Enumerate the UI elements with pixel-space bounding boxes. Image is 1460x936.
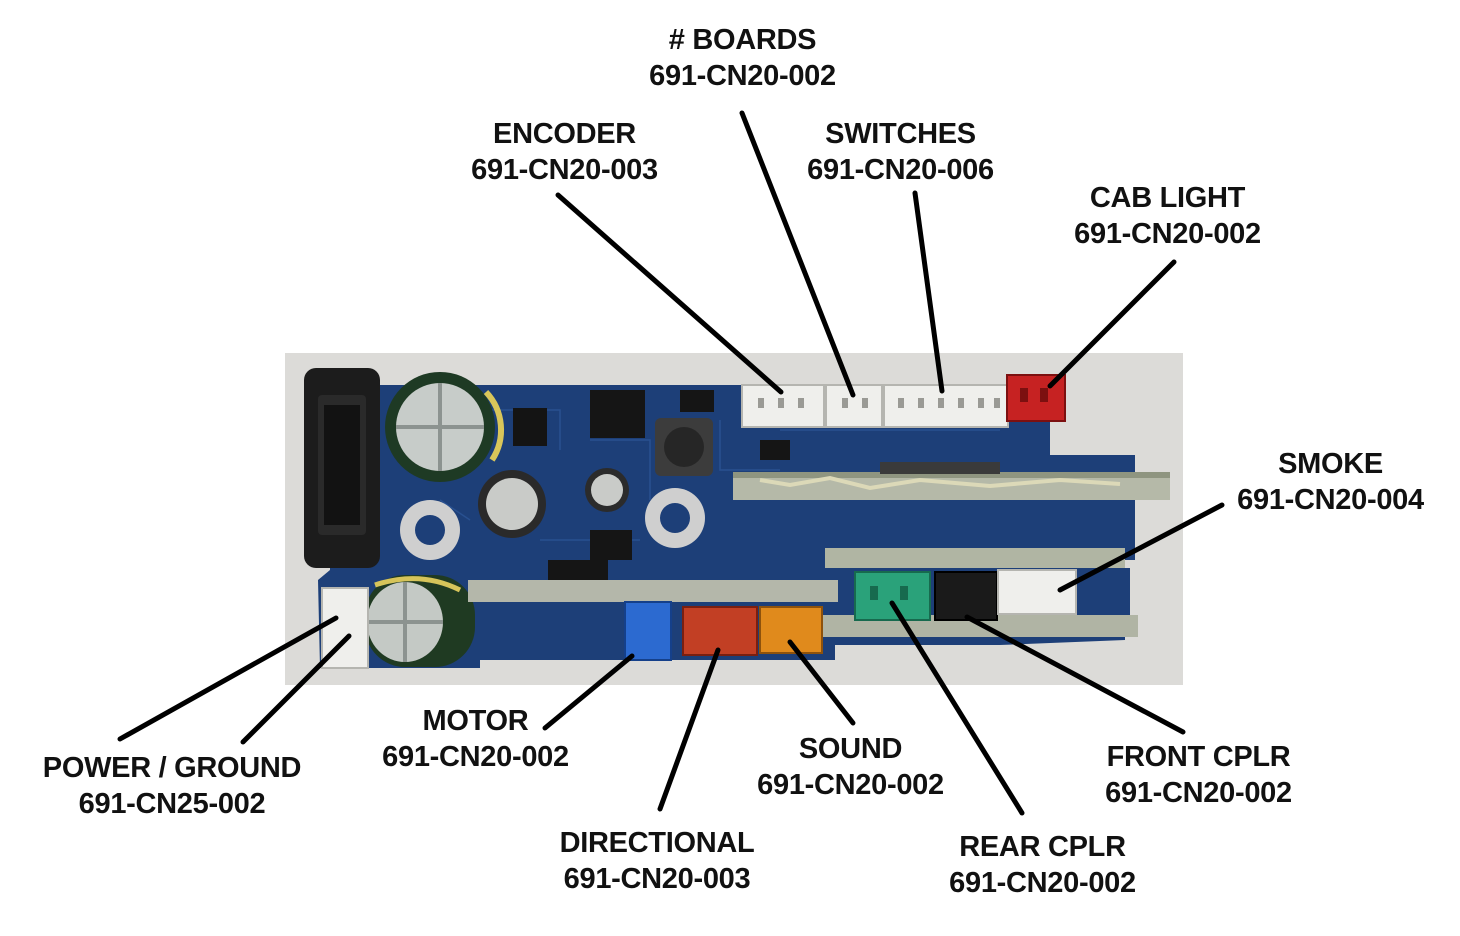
callout-front-cplr-name: FRONT CPLR	[1106, 741, 1291, 773]
leader-directional	[657, 647, 721, 812]
motor-connector	[624, 601, 672, 661]
leader-rear-cplr	[889, 600, 1025, 816]
directional-connector	[682, 606, 758, 656]
smoke-connector	[997, 569, 1077, 615]
leader-switches	[912, 190, 945, 394]
callout-smoke-part: 691-CN20-004	[1237, 484, 1424, 516]
callout-sound-part: 691-CN20-002	[757, 769, 944, 801]
leader-sound	[787, 639, 856, 726]
callout-cab-light-part: 691-CN20-002	[1074, 218, 1261, 250]
callout-switches-part: 691-CN20-006	[807, 154, 994, 186]
callout-boards-name: # BOARDS	[668, 24, 817, 56]
callout-power-ground-name: POWER / GROUND	[42, 752, 302, 784]
callout-sound-name: SOUND	[798, 733, 903, 765]
callout-smoke-name: SMOKE	[1278, 448, 1383, 480]
voltage-regulator	[304, 368, 380, 568]
capacitor-large	[385, 372, 505, 482]
leader-power-2	[240, 633, 352, 745]
rear-cplr-connector	[854, 571, 931, 621]
capacitor-small	[478, 468, 629, 538]
mounting-holes	[400, 488, 705, 560]
leader-smoke	[1057, 502, 1225, 593]
callout-motor-part: 691-CN20-002	[382, 741, 569, 773]
daughter-board-lower	[468, 580, 838, 602]
capacitor-bottom	[365, 575, 475, 667]
callout-power-ground: POWER / GROUND 691-CN25-002	[22, 750, 322, 822]
callout-sound: SOUND 691-CN20-002	[728, 731, 973, 803]
callout-boards-part: 691-CN20-002	[649, 60, 836, 92]
callout-motor: MOTOR 691-CN20-002	[353, 703, 598, 775]
boards-connector	[825, 384, 883, 428]
callout-smoke: SMOKE 691-CN20-004	[1208, 446, 1453, 518]
callout-encoder-part: 691-CN20-003	[471, 154, 658, 186]
leader-encoder	[555, 192, 784, 395]
leader-cab-light	[1047, 259, 1177, 389]
leader-boards	[739, 110, 856, 398]
callout-rear-cplr: REAR CPLR 691-CN20-002	[920, 829, 1165, 901]
leader-front-cplr	[964, 614, 1186, 735]
callout-encoder: ENCODER 691-CN20-003	[442, 116, 687, 188]
callout-cab-light: CAB LIGHT 691-CN20-002	[1045, 180, 1290, 252]
callout-motor-name: MOTOR	[422, 705, 529, 737]
callout-encoder-name: ENCODER	[493, 118, 636, 150]
callout-boards: # BOARDS 691-CN20-002	[620, 22, 865, 94]
callout-directional-part: 691-CN20-003	[563, 863, 751, 895]
leader-power-1	[117, 615, 339, 742]
callout-directional: DIRECTIONAL 691-CN20-003	[527, 825, 787, 897]
callout-rear-cplr-name: REAR CPLR	[959, 831, 1126, 863]
callout-power-ground-part: 691-CN25-002	[78, 788, 266, 820]
daughter-board-top	[733, 462, 1170, 500]
callout-cab-light-name: CAB LIGHT	[1089, 182, 1246, 214]
callout-switches: SWITCHES 691-CN20-006	[778, 116, 1023, 188]
callout-front-cplr: FRONT CPLR 691-CN20-002	[1076, 739, 1321, 811]
leader-motor	[542, 653, 635, 731]
callout-directional-name: DIRECTIONAL	[559, 827, 755, 859]
callout-rear-cplr-part: 691-CN20-002	[949, 867, 1136, 899]
callout-front-cplr-part: 691-CN20-002	[1105, 777, 1292, 809]
callout-switches-name: SWITCHES	[825, 118, 976, 150]
chips	[513, 390, 790, 580]
